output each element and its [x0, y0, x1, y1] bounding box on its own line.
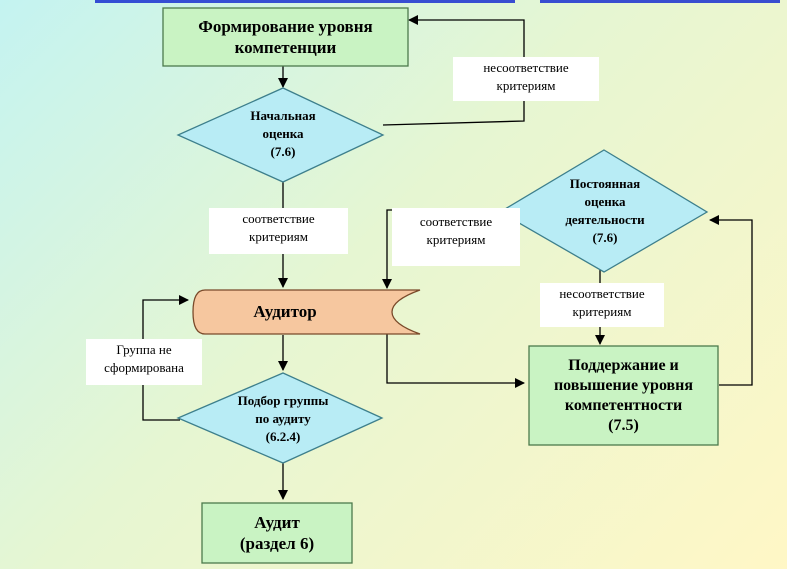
label-conformity-right: соответствие критериям — [392, 208, 520, 266]
node-auditor-shape — [192, 289, 421, 335]
label-conformity-left: соответствие критериям — [209, 208, 348, 254]
label-group-not-formed: Группа не сформирована — [86, 339, 202, 385]
node-initial-text: Начальная оценка (7.6) — [250, 108, 316, 159]
node-auditor-text: Аудитор — [253, 302, 317, 321]
node-maintenance-text: Поддержание и повышение уровня компетент… — [553, 356, 694, 434]
node-team-diamond — [176, 372, 384, 464]
node-formation-text: Формирование уровня компетенции — [198, 17, 373, 57]
node-audit-text: Аудит (раздел 6) — [239, 513, 315, 553]
edge-auditor-to-maintenance — [386, 330, 525, 388]
header-fragment — [95, 0, 780, 3]
node-formation-box — [162, 7, 409, 67]
edge-maintenance-loop — [709, 215, 753, 386]
label-nonconformity-right: несоответствие критериям — [540, 283, 664, 327]
node-team-text: Подбор группы по аудиту (6.2.4) — [237, 393, 329, 444]
label-nonconformity-top: несоответствие критериям — [453, 57, 599, 101]
node-continuous-diamond — [498, 149, 709, 273]
node-audit-box — [201, 502, 353, 564]
node-continuous-text: Постоянная оценка деятельности (7.6) — [565, 176, 645, 245]
node-maintenance-box — [528, 345, 719, 446]
node-initial-diamond — [176, 87, 385, 183]
